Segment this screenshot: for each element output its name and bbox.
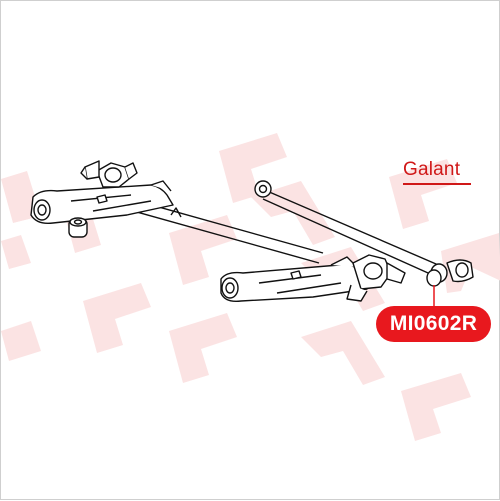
highlighted-bushing: [426, 269, 442, 287]
model-label: Galant: [403, 159, 461, 180]
left-trailing-arm: [30, 160, 174, 225]
part-number-badge: MI0602R: [376, 306, 491, 342]
lateral-link: [254, 180, 474, 287]
right-trailing-arm: [220, 254, 406, 303]
loose-bushing: [68, 217, 88, 238]
model-label-underline: [403, 183, 471, 185]
